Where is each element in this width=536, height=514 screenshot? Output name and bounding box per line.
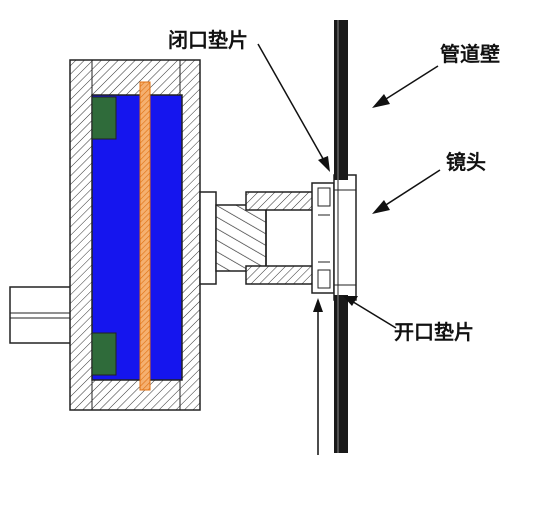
closed-gasket-label: 闭口垫片 bbox=[168, 28, 248, 52]
coupling bbox=[245, 191, 317, 285]
seal-block-bottom bbox=[91, 332, 117, 376]
threaded-stem bbox=[215, 204, 267, 272]
open-gasket-arrow bbox=[343, 296, 397, 329]
pipe-wall-arrow bbox=[372, 65, 439, 108]
lens-arrow bbox=[372, 169, 441, 214]
pipe-wall bbox=[334, 20, 348, 453]
orange-rod bbox=[139, 81, 151, 391]
lens-label: 镜头 bbox=[446, 150, 486, 174]
lens-body bbox=[333, 174, 357, 301]
shaft bbox=[9, 286, 73, 344]
neck bbox=[199, 191, 217, 285]
seal-block-top bbox=[91, 96, 117, 140]
pipe-wall-label: 管道壁 bbox=[440, 42, 500, 66]
insertion-arrow bbox=[313, 298, 323, 455]
closed-gasket-arrow bbox=[257, 43, 330, 172]
lens-nut bbox=[311, 182, 335, 294]
open-gasket-label: 开口垫片 bbox=[394, 320, 474, 344]
